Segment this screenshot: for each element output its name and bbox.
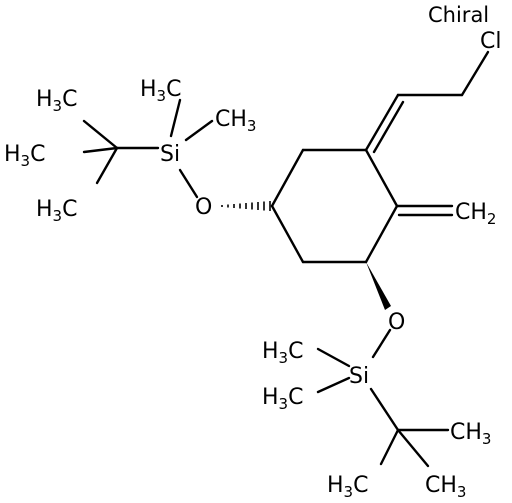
oxygen-bottom-label: O (388, 310, 405, 335)
oxygen-top-label: O (195, 195, 212, 220)
hashed-wedge-top (221, 201, 271, 211)
bond-si-me2-bottom (316, 376, 351, 394)
bond-si-me2-top (184, 119, 214, 142)
ring-bond-c2-c3 (364, 204, 399, 264)
chloroethylidene-chain: Cl (364, 29, 501, 154)
methyl-top-1: H3C (140, 77, 181, 105)
methyl-tbu-top-1: H3C (36, 87, 77, 115)
tbu-top-bond-b (82, 146, 119, 154)
bond-o-si-bottom (371, 328, 392, 359)
methyl-bottom-1: H3C (262, 339, 303, 367)
methyl-top-2: CH3 (215, 107, 256, 135)
chlorine-label: Cl (480, 29, 501, 54)
chain-bond-ch2-cl (460, 50, 490, 97)
cyclohexane-ring (270, 148, 399, 264)
tbu-top-bond-c (95, 146, 119, 185)
bond-o-si-top (178, 168, 199, 199)
methyl-tbu-top-2: H3C (4, 142, 45, 170)
tbu-top-bond-a (82, 119, 119, 150)
bond-si-me1-bottom (316, 347, 351, 368)
bond-si-me1-top (169, 98, 182, 138)
methyl-tbu-bottom-1: CH3 (450, 420, 491, 448)
methyl-tbu-bottom-3: CH3 (425, 473, 466, 501)
methyl-bottom-2: H3C (262, 385, 303, 413)
ring-bond-c1-c2 (364, 148, 399, 208)
tbu-bottom-bond-b (379, 428, 400, 466)
ch2-label: CH2 (455, 200, 496, 228)
top-tbs-ether: O Si H3C CH3 H3C H3C H3C (4, 77, 271, 225)
ylidene-bond-b (372, 100, 405, 154)
bottom-tbs-ether: O Si H3C H3C CH3 H3C CH3 (262, 262, 491, 501)
silicon-bottom-label: Si (349, 364, 369, 389)
methyl-tbu-bottom-2: H3C (327, 473, 368, 501)
methylene-group: CH2 (395, 200, 496, 228)
silicon-top-label: Si (160, 142, 180, 167)
ring-bond-c4-c5 (270, 204, 305, 264)
methyl-tbu-top-3: H3C (36, 197, 77, 225)
ring-bond-c5-c6 (270, 148, 305, 208)
bond-si-tbu-bottom (369, 387, 400, 432)
tbu-bottom-bond-c (396, 428, 430, 468)
ylidene-bond-a (364, 93, 400, 152)
solid-wedge-bottom (366, 262, 391, 310)
chiral-label: Chiral (428, 3, 489, 27)
